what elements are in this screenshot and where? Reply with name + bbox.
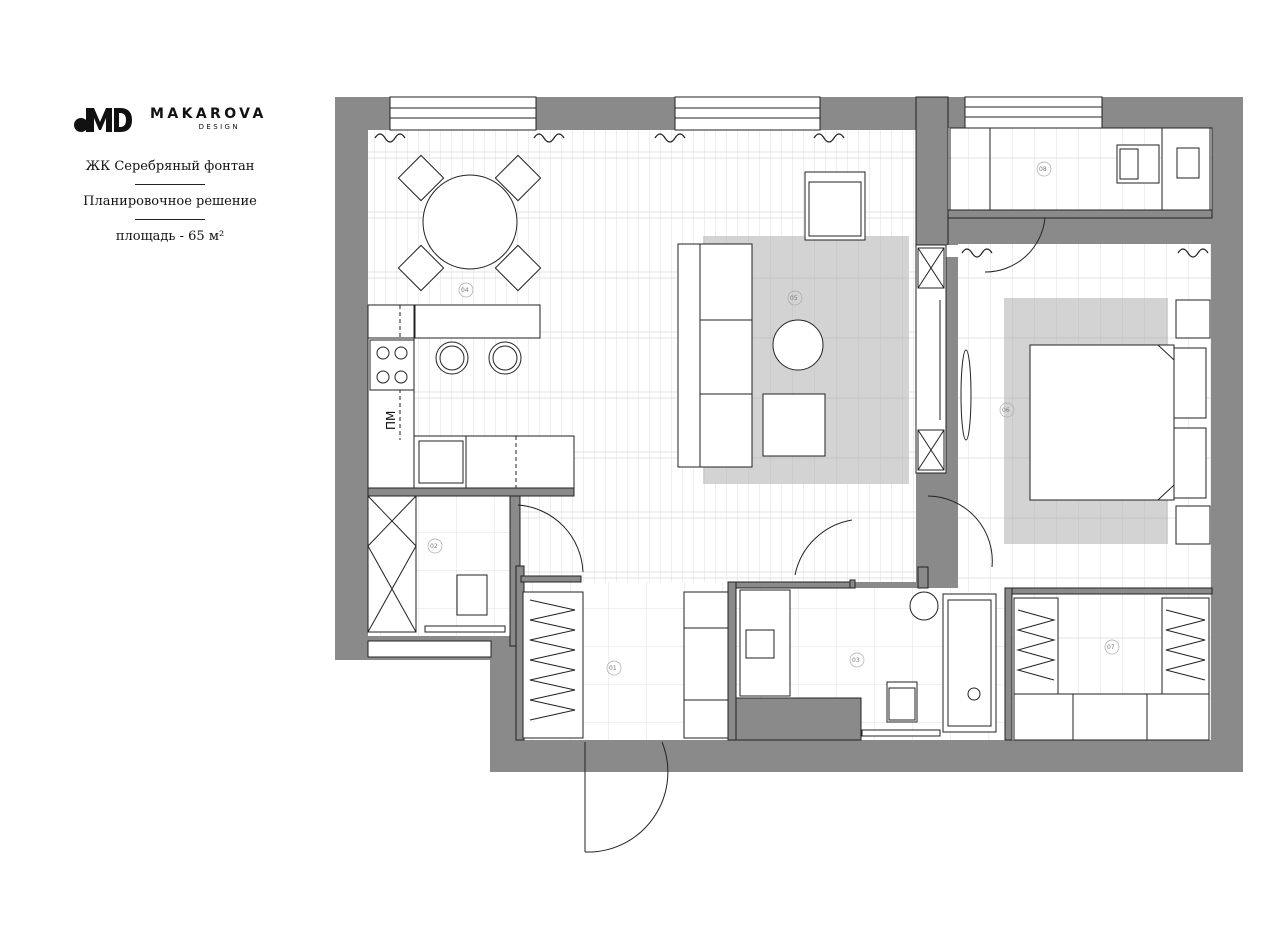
room-label-05: 05 [790, 295, 798, 302]
room-labels: 01 02 03 04 05 06 07 08 [427, 161, 1120, 676]
room-label-08: 08 [1039, 166, 1047, 173]
brand-logo: MAKAROVA DESIGN [72, 102, 267, 134]
project-info: ЖК Серебряный фонтан Планировочное решен… [60, 158, 280, 246]
windows [389, 96, 1103, 131]
divider [135, 219, 205, 220]
curtains [374, 133, 1209, 258]
kitchen [367, 304, 575, 489]
project-complex: ЖК Серебряный фонтан [85, 159, 255, 174]
kitchen-mark: ПМ [384, 411, 398, 430]
bedroom [960, 298, 1211, 545]
room-label-04: 04 [461, 287, 469, 294]
room-label-01: 01 [609, 665, 617, 672]
brand-subtitle: DESIGN [198, 122, 241, 131]
divider [135, 184, 205, 185]
wc [367, 495, 506, 658]
wardrobes [522, 591, 1210, 741]
room-label-02: 02 [430, 543, 438, 550]
md-logo-icon [74, 108, 132, 132]
living-room [677, 171, 947, 484]
dining-set [397, 154, 542, 292]
project-area: площадь - 65 м² [115, 229, 225, 244]
brand-name: MAKAROVA [150, 105, 267, 122]
room-label-07: 07 [1107, 644, 1115, 651]
project-title: Планировочное решение [83, 194, 257, 209]
bathroom [739, 589, 997, 737]
doors [517, 217, 1046, 853]
room-label-06: 06 [1002, 407, 1010, 414]
study [949, 127, 1213, 211]
room-label-03: 03 [852, 657, 860, 664]
interior-walls [367, 96, 1213, 741]
